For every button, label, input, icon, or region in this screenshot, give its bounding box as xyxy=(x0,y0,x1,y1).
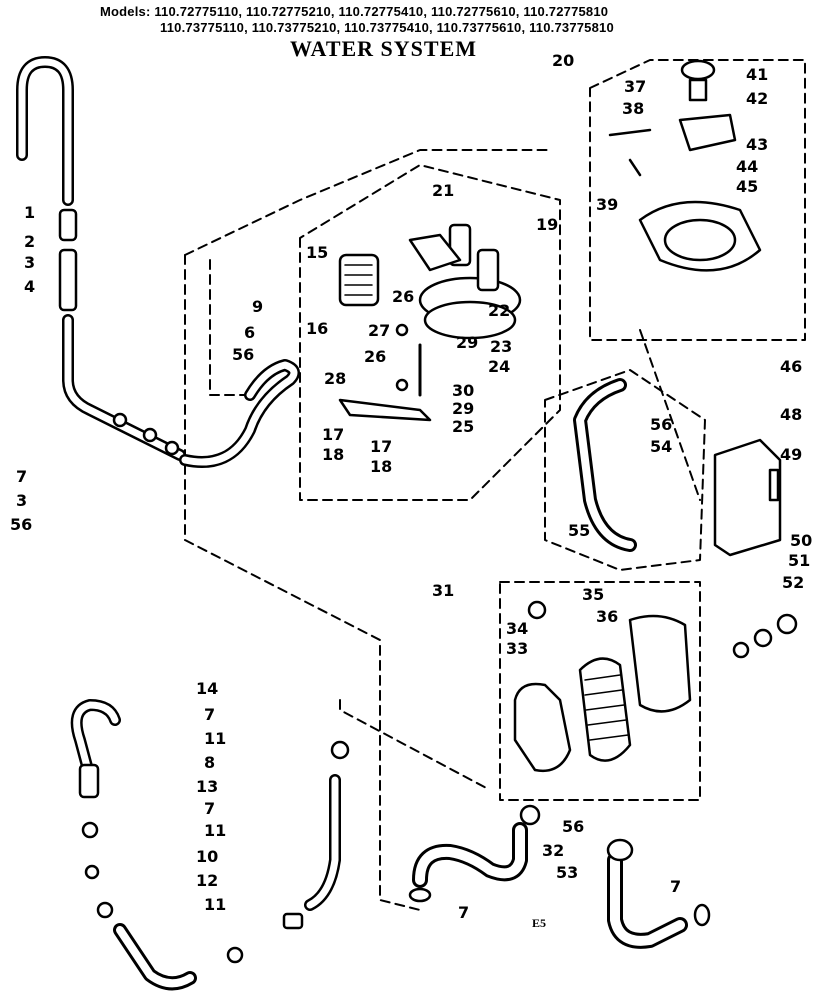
callout-42: 42 xyxy=(746,89,768,108)
callout-6: 6 xyxy=(244,323,255,342)
callout-15: 15 xyxy=(306,243,328,262)
motor-assembly xyxy=(608,59,762,272)
callout-12: 12 xyxy=(196,871,218,890)
callout-36: 36 xyxy=(596,607,618,626)
callout-24: 24 xyxy=(488,357,510,376)
models-list: Models: 110.72775110, 110.72775210, 110.… xyxy=(100,4,614,36)
callout-32: 32 xyxy=(542,841,564,860)
callout-28: 28 xyxy=(324,369,346,388)
callout-23: 23 xyxy=(490,337,512,356)
models-row-2: 110.73775110, 110.73775210, 110.73775410… xyxy=(160,20,614,35)
left-hose-assembly xyxy=(16,56,186,461)
callout-55: 55 xyxy=(568,521,590,540)
callout-22: 22 xyxy=(488,301,510,320)
pump-assembly-box xyxy=(299,164,561,501)
callout-11: 11 xyxy=(204,821,226,840)
callout-18: 18 xyxy=(322,445,344,464)
callout-41: 41 xyxy=(746,65,768,84)
callout-1: 1 xyxy=(24,203,35,222)
callout-11: 11 xyxy=(204,729,226,748)
callout-56: 56 xyxy=(562,817,584,836)
callout-7: 7 xyxy=(458,903,469,922)
callout-43: 43 xyxy=(746,135,768,154)
callout-31: 31 xyxy=(432,581,454,600)
callout-25: 25 xyxy=(452,417,474,436)
pump-body xyxy=(338,223,522,422)
callout-20: 20 xyxy=(552,51,574,70)
callout-33: 33 xyxy=(506,639,528,658)
callout-49: 49 xyxy=(780,445,802,464)
callout-44: 44 xyxy=(736,157,758,176)
callout-13: 13 xyxy=(196,777,218,796)
bracket-48 xyxy=(713,438,782,557)
callout-51: 51 xyxy=(788,551,810,570)
callout-9: 9 xyxy=(252,297,263,316)
outer-dashed-line xyxy=(184,149,551,256)
callout-7: 7 xyxy=(204,799,215,818)
callout-2: 2 xyxy=(24,232,35,251)
callout-7: 7 xyxy=(670,877,681,896)
callout-8: 8 xyxy=(204,753,215,772)
callout-21: 21 xyxy=(432,181,454,200)
callout-35: 35 xyxy=(582,585,604,604)
callout-17: 17 xyxy=(322,425,344,444)
callout-37: 37 xyxy=(624,77,646,96)
callout-17: 17 xyxy=(370,437,392,456)
hose-bundle-box xyxy=(544,369,706,571)
callout-10: 10 xyxy=(196,847,218,866)
filter-assembly xyxy=(513,600,692,773)
callout-56: 56 xyxy=(650,415,672,434)
models-label: Models: xyxy=(100,4,151,19)
filter-assembly-box xyxy=(499,581,701,801)
callout-30: 30 xyxy=(452,381,474,400)
callout-3: 3 xyxy=(24,253,35,272)
callout-4: 4 xyxy=(24,277,35,296)
callout-46: 46 xyxy=(780,357,802,376)
callout-27: 27 xyxy=(368,321,390,340)
callout-45: 45 xyxy=(736,177,758,196)
callout-26: 26 xyxy=(364,347,386,366)
callout-56: 56 xyxy=(232,345,254,364)
callout-labels: 1234965673561516211926272622232429283029… xyxy=(10,51,812,922)
callout-26: 26 xyxy=(392,287,414,306)
callout-56: 56 xyxy=(10,515,32,534)
callout-53: 53 xyxy=(556,863,578,882)
callout-38: 38 xyxy=(622,99,644,118)
callout-29: 29 xyxy=(456,333,478,352)
callout-3: 3 xyxy=(16,491,27,510)
diagram-title: WATER SYSTEM xyxy=(290,36,478,61)
models-row-1: Models: 110.72775110, 110.72775210, 110.… xyxy=(100,4,609,19)
callout-16: 16 xyxy=(306,319,328,338)
callout-29: 29 xyxy=(452,399,474,418)
callout-34: 34 xyxy=(506,619,528,638)
callout-54: 54 xyxy=(650,437,672,456)
callout-18: 18 xyxy=(370,457,392,476)
callout-50: 50 xyxy=(790,531,812,550)
callout-7: 7 xyxy=(204,705,215,724)
motor-assembly-box xyxy=(589,59,806,341)
callout-7: 7 xyxy=(16,467,27,486)
callout-11: 11 xyxy=(204,895,226,914)
callout-19: 19 xyxy=(536,215,558,234)
diagram-code: E5 xyxy=(532,916,547,930)
callout-39: 39 xyxy=(596,195,618,214)
callout-52: 52 xyxy=(782,573,804,592)
callout-48: 48 xyxy=(780,405,802,424)
callout-14: 14 xyxy=(196,679,218,698)
